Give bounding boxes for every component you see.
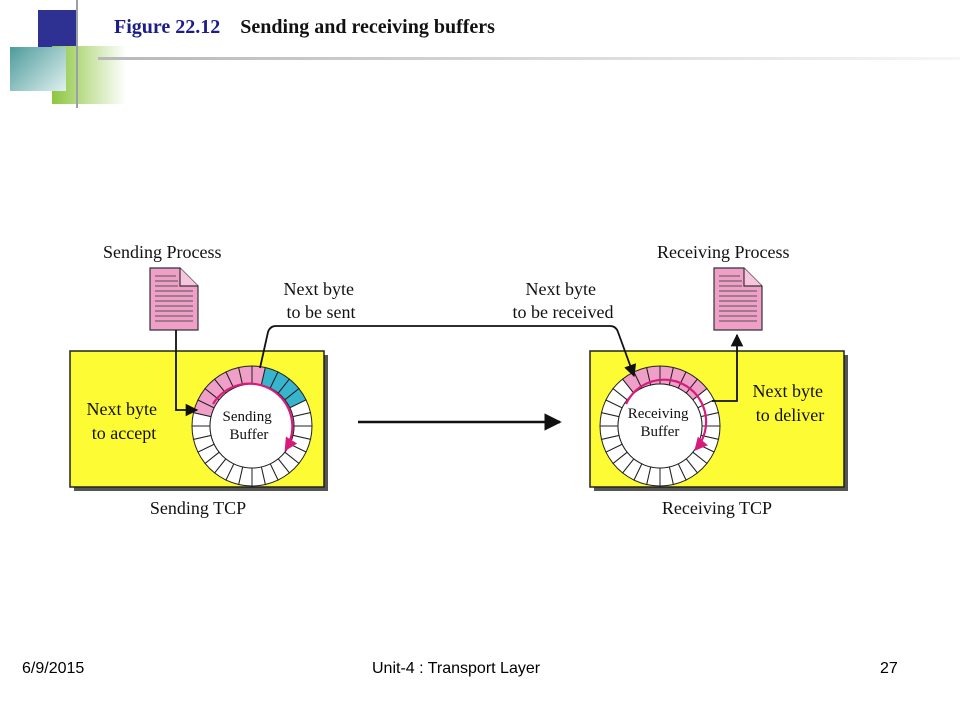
footer-unit-title: Unit-4 : Transport Layer	[372, 660, 541, 677]
deliver-arrow	[712, 333, 744, 402]
slide-title: Figure 22.12 Sending and receiving buffe…	[114, 16, 495, 39]
receiving-process-label: Receiving Process	[657, 242, 789, 262]
figure-number: Figure 22.12	[114, 16, 221, 38]
sending-buffer-rotation-arrow	[212, 382, 298, 452]
next-byte-to-deliver-label: Next byte to deliver	[753, 381, 828, 425]
decorative-square-teal	[10, 47, 66, 91]
receiving-process-document-icon	[713, 267, 763, 331]
figure-title: Sending and receiving buffers	[240, 16, 495, 38]
sending-buffer-label: Sending Buffer	[223, 409, 276, 443]
accept-arrow	[175, 330, 199, 417]
receiving-buffer-center	[617, 383, 703, 469]
decorative-square-navy	[38, 10, 78, 48]
receiving-buffer-rotation-arrow	[625, 378, 708, 452]
footer-date: 6/9/2015	[22, 660, 85, 677]
decorative-vertical-line	[76, 0, 78, 108]
sending-buffer-ring	[191, 365, 313, 487]
sending-process-label: Sending Process	[103, 242, 222, 262]
next-byte-to-be-sent-label: Next byte to be sent	[284, 279, 359, 322]
sent-received-connector	[259, 325, 637, 378]
footer-page-number: 27	[880, 660, 898, 677]
next-byte-to-accept-label: Next byte to accept	[87, 399, 162, 443]
sending-process-document-icon	[149, 267, 199, 331]
sending-tcp-label: Sending TCP	[150, 498, 246, 518]
next-byte-to-be-received-label: Next byte to be received	[513, 279, 614, 322]
receiving-tcp-label: Receiving TCP	[662, 498, 772, 518]
receiving-buffer-label: Receiving Buffer	[628, 406, 693, 440]
title-underline	[98, 57, 960, 60]
